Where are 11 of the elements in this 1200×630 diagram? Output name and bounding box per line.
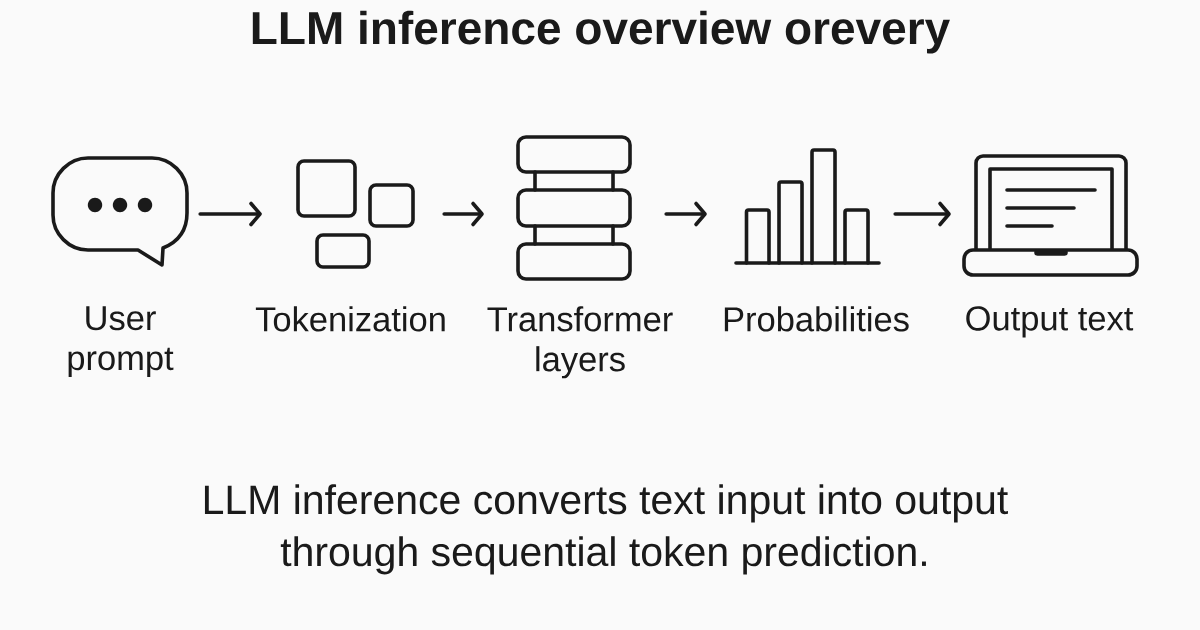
caption: LLM inference converts text input into output through sequential token prediction. xyxy=(204,484,1008,575)
step-label: User prompt xyxy=(68,306,174,378)
arrow xyxy=(893,201,951,227)
arrow xyxy=(198,201,262,227)
step-label: Transformer layers xyxy=(487,306,673,379)
step-label: Probabilities xyxy=(724,306,909,332)
arrow xyxy=(664,201,707,227)
title: LLM inference overview orevery xyxy=(252,10,950,54)
step-label: Output text xyxy=(966,306,1134,338)
arrow xyxy=(442,201,484,227)
step-label: Tokenization xyxy=(255,306,445,332)
